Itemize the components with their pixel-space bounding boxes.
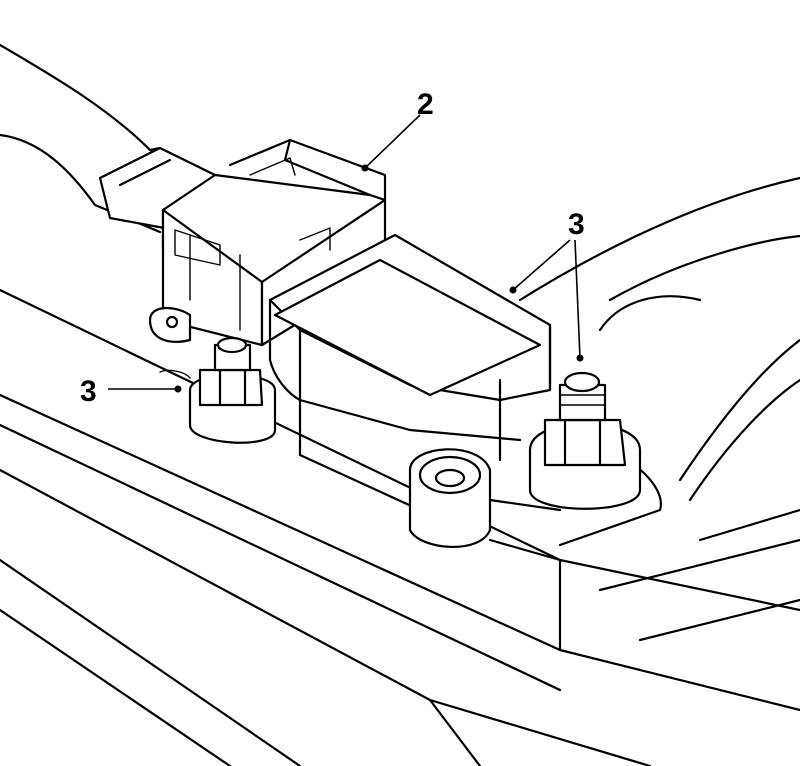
callout-2-label: 2 (417, 88, 434, 121)
right-stud-nut (528, 371, 642, 510)
mounting-base (408, 448, 662, 562)
callout-3-right-label: 3 (568, 208, 585, 241)
vehicle-floor-structure (0, 176, 800, 766)
leader-lines (108, 114, 584, 393)
left-stud-nut (159, 336, 277, 444)
callout-3-left-label: 3 (80, 375, 97, 408)
